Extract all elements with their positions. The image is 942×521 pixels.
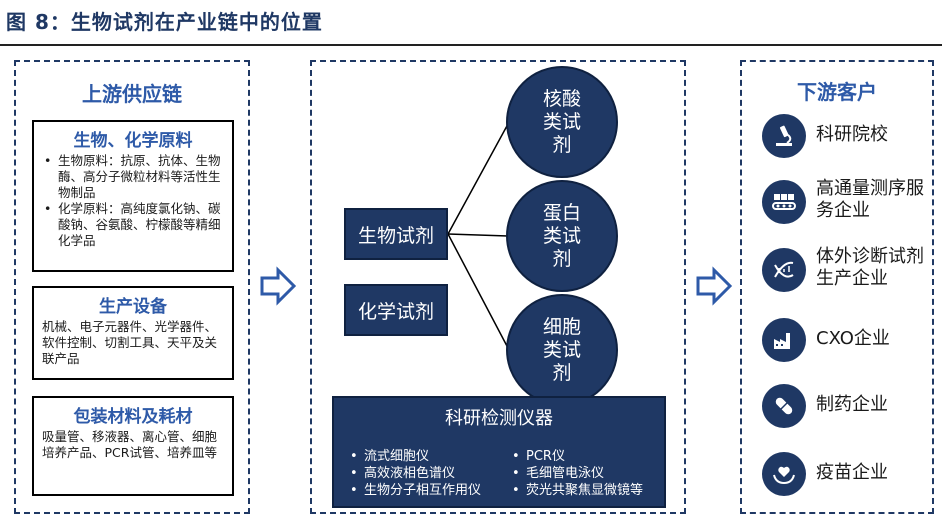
flow-arrow-icon — [260, 266, 297, 306]
instrument-item: 荧光共聚焦显微镜等 — [512, 482, 643, 499]
customer-label: CXO企业 — [816, 328, 890, 349]
downstream-panel: 下游客户 科研院校 高通量测序服务企业 体外诊断试剂生产企业 CXO企业 制药企… — [740, 60, 934, 514]
materials-box: 生物、化学原料 生物原料：抗原、抗体、生物酶、高分子微粒材料等活性生物制品 化学… — [32, 120, 234, 272]
instrument-item: PCR仪 — [512, 448, 643, 465]
packaging-text: 吸量管、移液器、离心管、细胞培养产品、PCR试管、培养皿等 — [42, 429, 218, 460]
heart-hands-icon — [762, 452, 806, 496]
instrument-item: 生物分子相互作用仪 — [350, 482, 481, 499]
materials-item: 化学原料：高纯度氯化钠、碳酸钠、谷氨酸、柠檬酸等精细化学品 — [44, 201, 226, 249]
packaging-box: 包装材料及耗材 吸量管、移液器、离心管、细胞培养产品、PCR试管、培养皿等 — [32, 396, 234, 496]
upstream-heading: 上游供应链 — [82, 82, 182, 106]
bio-reagent-node: 生物试剂 — [344, 208, 448, 260]
conveyor-icon — [762, 180, 806, 224]
circle-label: 核酸类试剂 — [542, 87, 581, 156]
circle-label: 蛋白类试剂 — [542, 201, 581, 270]
customer-label: 科研院校 — [816, 124, 888, 145]
equipment-text: 机械、电子元器件、光学器件、软件控制、切割工具、天平及关联产品 — [42, 319, 218, 366]
customer-item: 疫苗企业 — [762, 448, 932, 498]
equipment-box: 生产设备 机械、电子元器件、光学器件、软件控制、切割工具、天平及关联产品 — [32, 286, 234, 380]
customer-item: 体外诊断试剂生产企业 — [762, 244, 932, 294]
customer-item: CXO企业 — [762, 314, 932, 364]
instrument-item: 毛细管电泳仪 — [512, 465, 643, 482]
customer-label: 制药企业 — [816, 394, 888, 415]
capsule-icon — [762, 384, 806, 428]
materials-item: 生物原料：抗原、抗体、生物酶、高分子微粒材料等活性生物制品 — [44, 153, 226, 201]
title-divider — [0, 44, 942, 46]
instruments-title: 科研检测仪器 — [445, 408, 553, 429]
figure-title: 图 8：生物试剂在产业链中的位置 — [6, 10, 323, 34]
microscope-icon — [762, 114, 806, 158]
customer-label: 体外诊断试剂生产企业 — [816, 246, 924, 289]
circle-label: 细胞类试剂 — [542, 315, 581, 384]
customer-label: 高通量测序服务企业 — [816, 178, 924, 221]
instruments-box: 科研检测仪器 流式细胞仪 高效液相色谱仪 生物分子相互作用仪 PCR仪 毛细管电… — [332, 396, 666, 508]
customer-item: 科研院校 — [762, 110, 932, 160]
downstream-heading: 下游客户 — [797, 80, 877, 104]
materials-list: 生物原料：抗原、抗体、生物酶、高分子微粒材料等活性生物制品 化学原料：高纯度氯化… — [34, 151, 232, 249]
chem-reagent-node: 化学试剂 — [344, 284, 448, 336]
protein-reagent-node: 蛋白类试剂 — [506, 180, 618, 292]
customer-item: 制药企业 — [762, 380, 932, 430]
midstream-panel: 生物试剂 化学试剂 核酸类试剂 蛋白类试剂 细胞类试剂 科研检测仪器 流式细胞仪… — [310, 60, 686, 514]
dna-icon — [762, 248, 806, 292]
instrument-item: 流式细胞仪 — [350, 448, 481, 465]
factory-icon — [762, 318, 806, 362]
connector-lines — [447, 123, 509, 349]
equipment-title: 生产设备 — [99, 297, 167, 317]
customer-item: 高通量测序服务企业 — [762, 176, 932, 226]
instruments-list-left: 流式细胞仪 高效液相色谱仪 生物分子相互作用仪 — [350, 448, 481, 499]
flow-arrow-icon — [696, 266, 733, 306]
materials-title: 生物、化学原料 — [73, 131, 193, 151]
cell-reagent-node: 细胞类试剂 — [506, 294, 618, 406]
upstream-panel: 上游供应链 生物、化学原料 生物原料：抗原、抗体、生物酶、高分子微粒材料等活性生… — [14, 60, 250, 514]
packaging-title: 包装材料及耗材 — [73, 407, 193, 427]
instruments-list-right: PCR仪 毛细管电泳仪 荧光共聚焦显微镜等 — [512, 448, 643, 499]
customer-label: 疫苗企业 — [816, 462, 888, 483]
nucleic-acid-reagent-node: 核酸类试剂 — [506, 66, 618, 178]
instrument-item: 高效液相色谱仪 — [350, 465, 481, 482]
